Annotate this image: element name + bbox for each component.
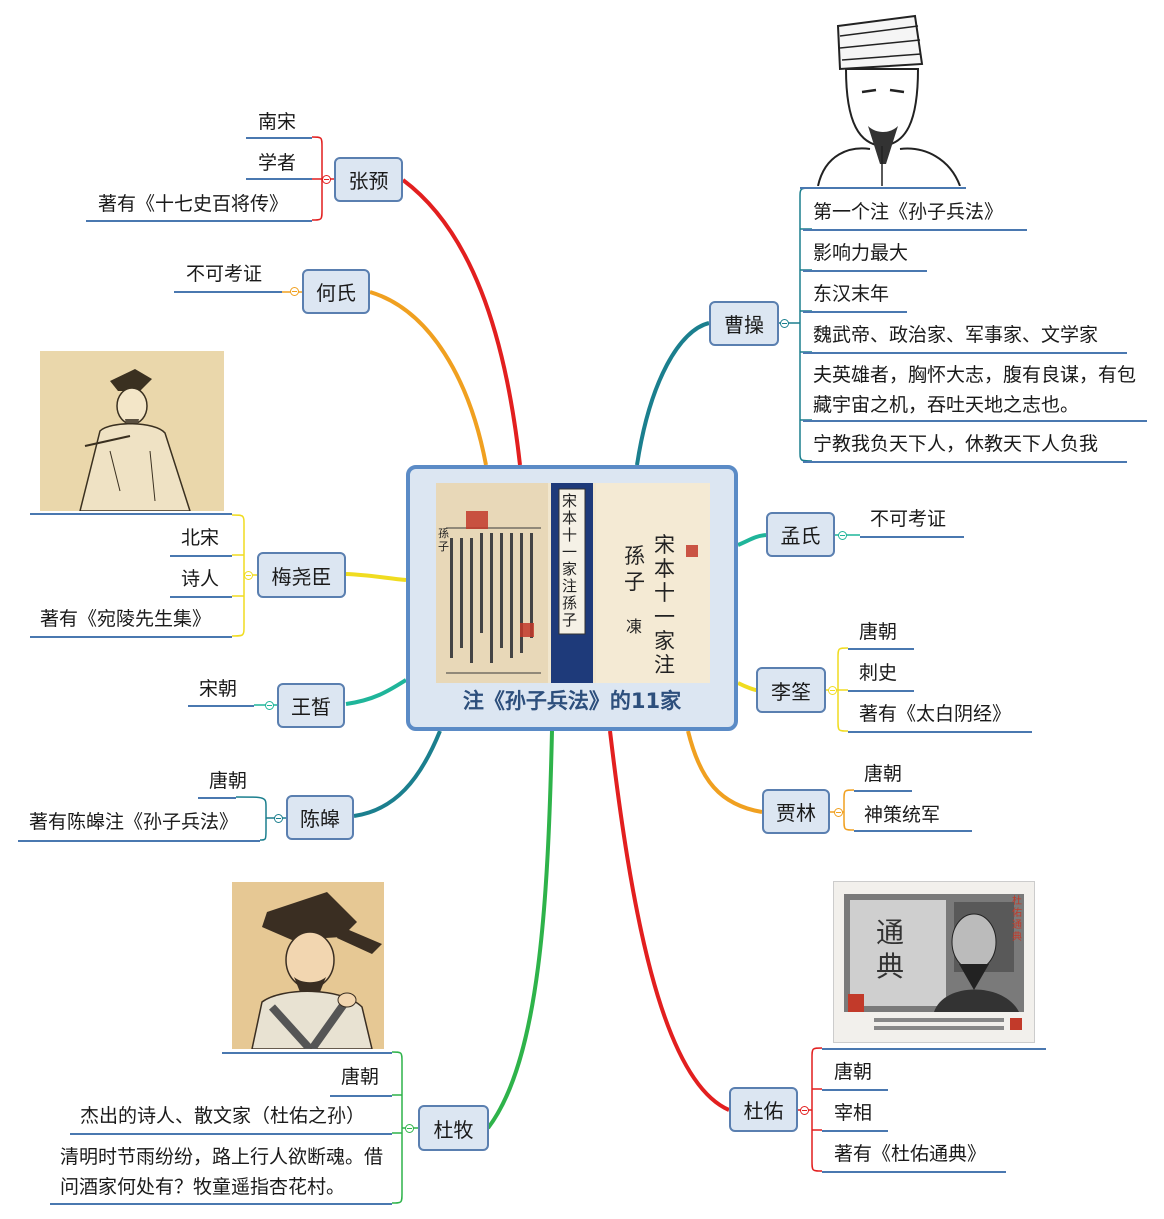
leaf-underline (803, 311, 907, 313)
leaf-underline (170, 555, 232, 557)
leaf-underline (860, 536, 964, 538)
leaf-caocao-first[interactable]: 第一个注《孙子兵法》 (813, 201, 1004, 223)
leaf-dumu-poem[interactable]: 清明时节雨纷纷，路上行人欲断魂。借问酒家何处有？牧童遥指杏花村。 (60, 1146, 384, 1198)
book-left-page-label: 孫子 (438, 527, 449, 553)
leaf-mengshi-note[interactable]: 不可考证 (870, 508, 947, 530)
leaf-underline (70, 1133, 392, 1135)
leaf-underline (30, 636, 232, 638)
portrait-underline (30, 513, 232, 515)
leaf-underline (822, 1171, 1006, 1173)
topic-mengshi[interactable]: 孟氏 (766, 512, 835, 557)
portrait-duyou-book-title: 通典 (876, 916, 905, 983)
leaf-underline (198, 797, 236, 799)
book-cover-small-text: 凍 (626, 617, 643, 636)
topic-chenhao[interactable]: 陈皞 (286, 795, 354, 840)
leaf-chenhao-work[interactable]: 著有陈皞注《孙子兵法》 (29, 811, 239, 833)
leaf-underline (188, 705, 254, 707)
leaf-underline (848, 648, 914, 650)
leaf-underline (174, 291, 282, 293)
leaf-liquan-work[interactable]: 著有《太白阴经》 (859, 703, 1012, 725)
portrait-duyou-caption: 杜佑通典 (1012, 896, 1022, 943)
topic-zhangyu[interactable]: 张预 (334, 157, 403, 202)
collapse-toggle-icon[interactable] (290, 287, 299, 296)
leaf-underline (848, 731, 1032, 733)
portrait-caocao (810, 14, 962, 186)
portrait-duyou: 通典 杜佑通典 (833, 881, 1035, 1043)
portrait-meiyaochen (40, 351, 224, 511)
collapse-toggle-icon[interactable] (265, 701, 274, 710)
leaf-underline (854, 830, 972, 832)
leaf-caocao-influence[interactable]: 影响力最大 (813, 242, 909, 264)
leaf-underline (822, 1089, 888, 1091)
collapse-toggle-icon[interactable] (800, 1106, 809, 1115)
collapse-toggle-icon[interactable] (244, 571, 253, 580)
central-topic-title: 注《孙子兵法》的11家 (462, 689, 682, 713)
collapse-toggle-icon[interactable] (834, 808, 843, 817)
topic-liquan[interactable]: 李筌 (756, 667, 826, 713)
leaf-liquan-era[interactable]: 唐朝 (859, 621, 898, 643)
leaf-underline (848, 690, 914, 692)
leaf-caocao-quote1[interactable]: 夫英雄者，胸怀大志，腹有良谋，有包藏宇宙之机，吞吐天地之志也。 (813, 364, 1137, 416)
leaf-caocao-titles[interactable]: 魏武帝、政治家、军事家、文学家 (813, 324, 1099, 346)
book-cover-name: 孫子 (624, 544, 645, 594)
topic-dumu[interactable]: 杜牧 (418, 1105, 489, 1151)
leaf-duyou-era[interactable]: 唐朝 (834, 1061, 873, 1083)
central-topic[interactable]: 宋本十一家注孫子 宋本十一家注 孫子 凍 孫子 注《孙子兵法》的11家 (406, 465, 738, 731)
leaf-dumu-era[interactable]: 唐朝 (341, 1066, 380, 1088)
book-cover-title: 宋本十一家注 (654, 533, 675, 677)
leaf-jialin-era[interactable]: 唐朝 (864, 763, 903, 785)
topic-duyou[interactable]: 杜佑 (729, 1087, 798, 1132)
topic-wangxi[interactable]: 王皙 (277, 683, 345, 728)
leaf-wangxi-era[interactable]: 宋朝 (199, 678, 238, 700)
leaf-zhangyu-work[interactable]: 著有《十七史百将传》 (98, 193, 289, 215)
leaf-underline (803, 270, 927, 272)
leaf-underline (803, 352, 1127, 354)
collapse-toggle-icon[interactable] (780, 319, 789, 328)
topic-heshi[interactable]: 何氏 (302, 269, 370, 314)
leaf-duyou-role[interactable]: 宰相 (834, 1102, 873, 1124)
leaf-underline (50, 1203, 392, 1205)
book-spine-label: 宋本十一家注孫子 (562, 492, 578, 629)
collapse-toggle-icon[interactable] (828, 686, 837, 695)
leaf-chenhao-era[interactable]: 唐朝 (209, 770, 248, 792)
topic-caocao[interactable]: 曹操 (709, 301, 779, 346)
leaf-zhangyu-era[interactable]: 南宋 (258, 111, 297, 133)
portrait-underline (822, 1048, 1046, 1050)
leaf-meiyaochen-era[interactable]: 北宋 (181, 527, 220, 549)
leaf-zhangyu-role[interactable]: 学者 (258, 152, 297, 174)
leaf-underline (246, 137, 312, 139)
collapse-toggle-icon[interactable] (322, 175, 331, 184)
collapse-toggle-icon[interactable] (274, 814, 283, 823)
leaf-underline (803, 420, 1147, 422)
leaf-underline (246, 178, 312, 180)
portrait-dumu (232, 882, 384, 1049)
book-cover-image: 宋本十一家注孫子 宋本十一家注 孫子 凍 孫子 (436, 483, 710, 683)
leaf-underline (822, 1130, 888, 1132)
topic-meiyaochen[interactable]: 梅尧臣 (257, 552, 346, 598)
leaf-underline (330, 1095, 392, 1097)
leaf-underline (803, 461, 1127, 463)
portrait-underline (222, 1052, 392, 1054)
leaf-underline (86, 220, 312, 222)
leaf-caocao-quote2[interactable]: 宁教我负天下人，休教天下人负我 (813, 433, 1099, 455)
leaf-underline (803, 229, 1027, 231)
leaf-duyou-work[interactable]: 著有《杜佑通典》 (834, 1143, 987, 1165)
leaf-heshi-note[interactable]: 不可考证 (186, 263, 263, 285)
collapse-toggle-icon[interactable] (405, 1124, 414, 1133)
topic-jialin[interactable]: 贾林 (762, 789, 830, 834)
leaf-underline (18, 840, 260, 842)
leaf-caocao-era[interactable]: 东汉末年 (813, 283, 890, 305)
leaf-underline (854, 790, 912, 792)
leaf-jialin-role[interactable]: 神策统军 (864, 804, 941, 826)
leaf-liquan-role[interactable]: 刺史 (859, 662, 898, 684)
leaf-meiyaochen-work[interactable]: 著有《宛陵先生集》 (40, 608, 212, 630)
portrait-underline (800, 187, 966, 189)
collapse-toggle-icon[interactable] (838, 531, 847, 540)
leaf-dumu-role[interactable]: 杰出的诗人、散文家（杜佑之孙） (80, 1105, 366, 1127)
leaf-underline (170, 596, 232, 598)
leaf-meiyaochen-role[interactable]: 诗人 (181, 568, 220, 590)
